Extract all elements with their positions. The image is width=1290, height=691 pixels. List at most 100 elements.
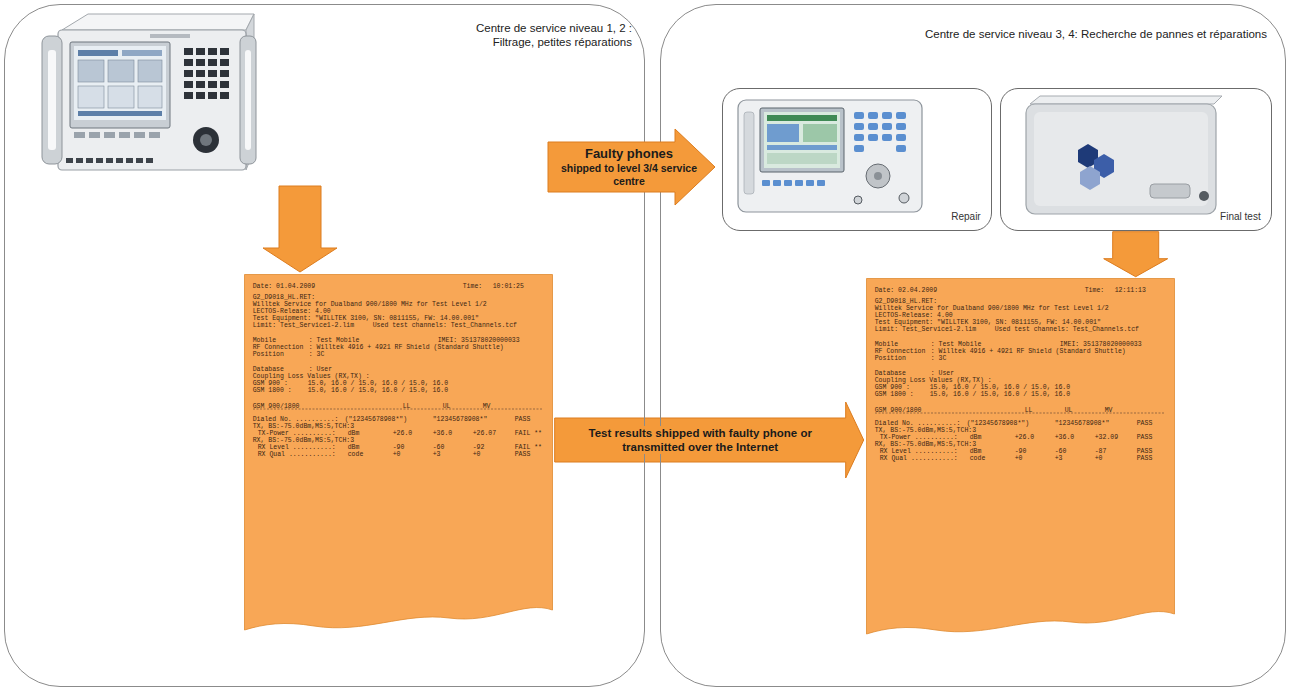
printout-text: Test Equipment: "WILLTEK 3100, SN: 08111… — [875, 319, 1101, 326]
printout-text: Database — [253, 366, 284, 373]
region-heading: Centre de service niveau 3, 4: Recherche… — [925, 27, 1267, 41]
printout-text: : User — [931, 370, 954, 377]
printout-text: ("12345678908*") — [967, 420, 1029, 427]
printout-text: Time: — [1085, 287, 1105, 294]
printout-text: RX, BS:-75.0dBm,MS:5,TCH:3 — [253, 437, 354, 444]
printout-text: +36.0 — [1055, 434, 1075, 441]
printout-text: IMEI: 351378020000033 — [1060, 341, 1142, 348]
printout-text: : Willtek 4916 + 4921 RF Shield (Standar… — [309, 344, 504, 351]
printout-text: 15.0, 16.0 / 15.0, 16.0 / 15.0, 16.0 — [930, 384, 1070, 391]
printout-text: G2_D9018_HL.RET: — [253, 294, 315, 301]
printout-text: Limit: Test_Service1-2.lim — [253, 322, 354, 329]
printout-text: -90 — [1015, 448, 1027, 455]
printout-text: code — [348, 451, 364, 458]
repair-instrument — [738, 100, 922, 212]
printout-text: Willtek Service for Dualband 900/1800 MH… — [253, 301, 487, 308]
printout-text: +0 — [393, 451, 401, 458]
paper-outline — [244, 274, 552, 630]
block-arrow: Faulty phonesshipped to level 3/4 servic… — [547, 128, 717, 206]
printout-text: RF Connection — [875, 348, 926, 355]
printout-text: FAIL ** — [515, 430, 542, 437]
printout-text: +36.0 — [433, 430, 453, 437]
printout-text: Coupling Loss Values (RX,TX) : — [253, 373, 370, 380]
down-arrow — [263, 186, 337, 272]
printout-text: Dialed No. ..........: — [875, 420, 961, 427]
printout-text: 15.0, 16.0 / 15.0, 16.0 / 15.0, 16.0 — [930, 391, 1070, 398]
printout-text: code — [970, 455, 986, 462]
printout-text: : Test Mobile — [931, 341, 982, 348]
region-heading: Centre de service niveau 1, 2 : Filtrage… — [442, 21, 632, 49]
box-label: Final test — [1220, 211, 1261, 223]
printout-text: LL — [403, 403, 411, 410]
printout-text: LECTOS-Release: 4.00 — [875, 312, 953, 319]
printout-text: Mobile — [875, 341, 898, 348]
printout-text: +0 — [473, 451, 481, 458]
printout-text: GSM 1800 : — [253, 387, 292, 394]
printout-text: IMEI: 351378020000033 — [438, 337, 520, 344]
printout-text: +26.0 — [1015, 434, 1035, 441]
arrow-text: Faulty phonesshipped to level 3/4 servic… — [553, 146, 705, 188]
printout-text: Database — [875, 370, 906, 377]
printout-text: UL — [1065, 407, 1073, 414]
printout-text: "12345678908*" — [433, 416, 488, 423]
printout-text: -87 — [1095, 448, 1107, 455]
printout-text: TX-Power ..........: — [880, 434, 958, 441]
printout-text: PASS — [1137, 434, 1153, 441]
printout-text: PASS — [1137, 448, 1153, 455]
printout-text: RF Connection — [253, 344, 304, 351]
printout-text: GSM 900/1800 — [875, 407, 922, 414]
printout-text: Used test channels: Test_Channels.tcf — [995, 326, 1139, 333]
printout-text: +3 — [1055, 455, 1063, 462]
printout-text: ("12345678908*") — [345, 416, 407, 423]
printout-text: Dialed No. ..........: — [253, 416, 339, 423]
printout-text: : User — [309, 366, 332, 373]
printout-text: Used test channels: Test_Channels.tcf — [373, 322, 517, 329]
printout-text: +0 — [1095, 455, 1103, 462]
printout-text: Position — [253, 351, 284, 358]
box-label: Repair — [951, 211, 980, 223]
printout-text: -90 — [393, 444, 405, 451]
printout-text: RX Qual ...........: — [880, 455, 958, 462]
printout-text: TX, BS:-75.0dBm,MS:5,TCH:3 — [875, 427, 976, 434]
printout-text: dBm — [348, 444, 360, 451]
printout-text: dBm — [970, 448, 982, 455]
printout-text: 15.0, 16.0 / 15.0, 16.0 / 15.0, 16.0 — [308, 387, 448, 394]
printout-text: +26.0 — [393, 430, 413, 437]
printout-text: Date: 01.04.2009 — [253, 283, 315, 290]
printout-text: RX Qual ...........: — [258, 451, 336, 458]
printout-text: "12345678908*" — [1055, 420, 1110, 427]
printout-text: TX, BS:-75.0dBm,MS:5,TCH:3 — [253, 423, 354, 430]
printout-text: RX Level ..........: — [258, 444, 336, 451]
printout-text: Limit: Test_Service1-2.lim — [875, 326, 976, 333]
printout-text: PASS — [515, 451, 531, 458]
printout-text: +32.09 — [1095, 434, 1118, 441]
printout-text: 15.0, 16.0 / 15.0, 16.0 / 15.0, 16.0 — [308, 380, 448, 387]
printout-text: : 3C — [309, 351, 325, 358]
equipment-box: Repair — [722, 88, 992, 231]
arrow-heading: Faulty phones — [553, 146, 705, 162]
printout-text: Mobile — [253, 337, 276, 344]
block-arrow-connector — [1104, 232, 1168, 277]
printout-text: : 3C — [931, 355, 947, 362]
printout-text: Time: — [463, 283, 483, 290]
printout-text: MV — [1105, 407, 1113, 414]
printout-text: 12:11:13 — [1115, 287, 1146, 294]
printout-text: Date: 02.04.2009 — [875, 287, 937, 294]
test-printout: Date: 02.04.2009Time:12:11:13G2_D9018_HL… — [866, 278, 1175, 642]
printout-text: Test Equipment: "WILLTEK 3100, SN: 08111… — [253, 315, 479, 322]
printout-text: +0 — [1015, 455, 1023, 462]
printout-text: GSM 900/1800 — [253, 403, 300, 410]
printout-text: FAIL ** — [515, 444, 542, 451]
printout-text: -60 — [433, 444, 445, 451]
printout-text: +26.07 — [473, 430, 496, 437]
printout-text: GSM 900 : — [253, 380, 288, 387]
printout-text: UL — [443, 403, 451, 410]
printout-text: LECTOS-Release: 4.00 — [253, 308, 331, 315]
printout-text: dBm — [970, 434, 982, 441]
block-arrow-outline — [548, 129, 715, 205]
printout-text: -60 — [1055, 448, 1067, 455]
printout-text: PASS — [1137, 420, 1153, 427]
printout-text: PASS — [515, 416, 531, 423]
printout-text: Coupling Loss Values (RX,TX) : — [875, 377, 992, 384]
